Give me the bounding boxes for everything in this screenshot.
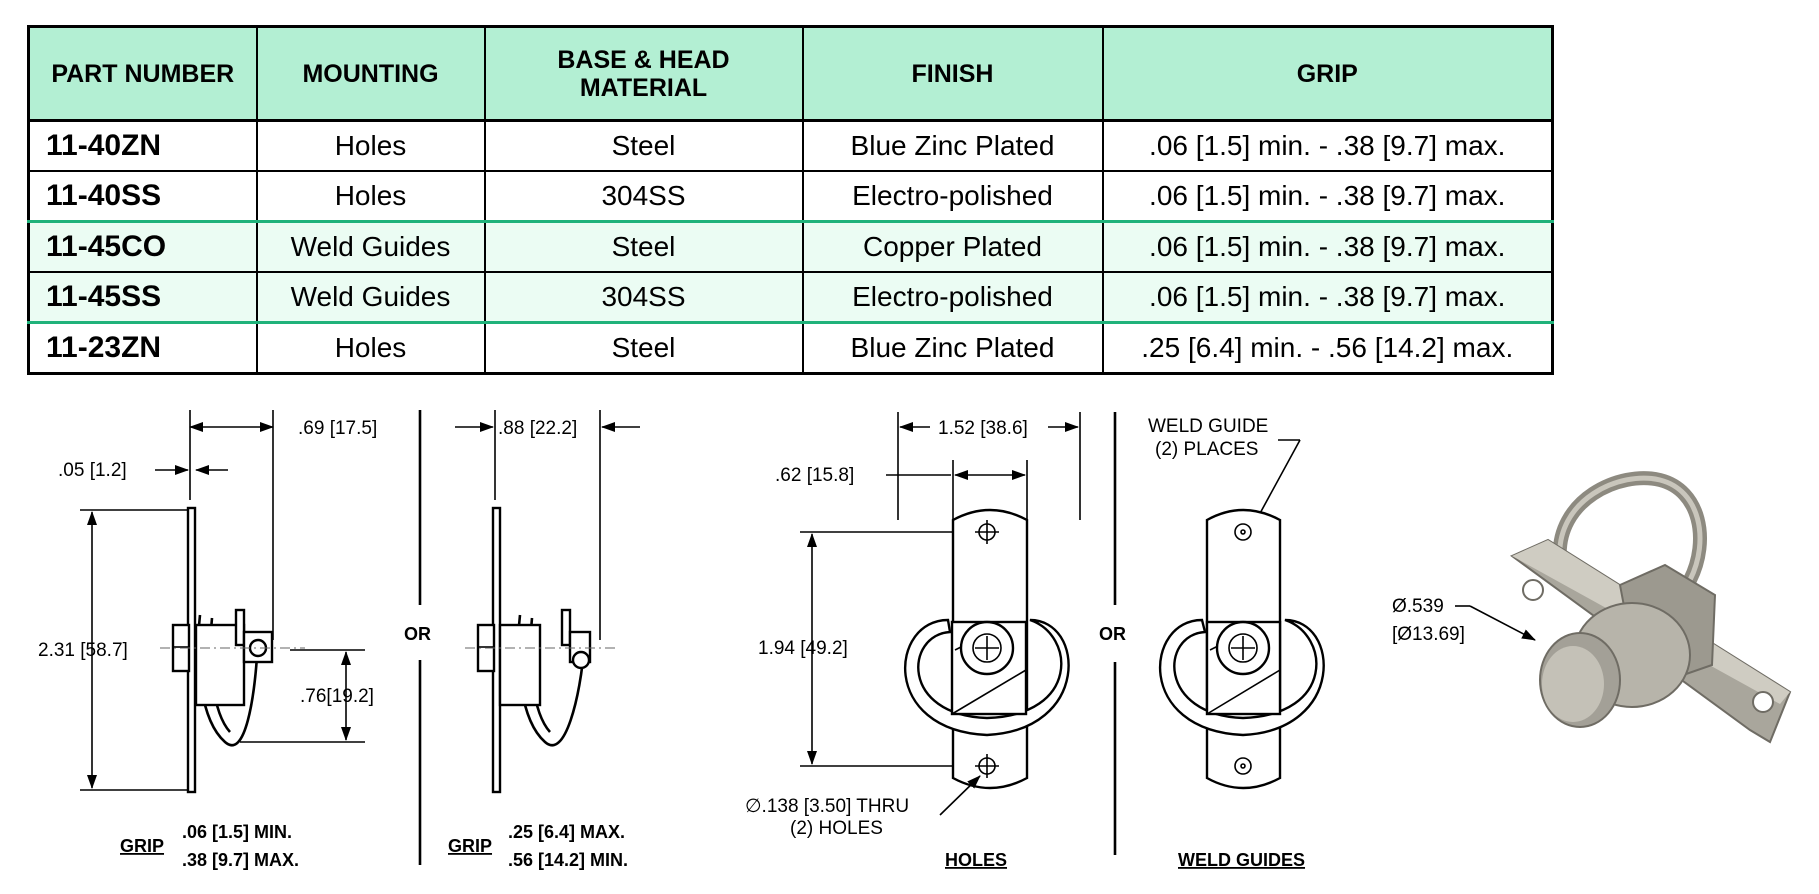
photo-dim-2: [Ø13.69] bbox=[1392, 624, 1465, 645]
dim-width-1: .69 [17.5] bbox=[298, 418, 377, 439]
weld-guides-title: WELD GUIDES bbox=[1178, 850, 1305, 870]
cell-part-number: 11-45SS bbox=[27, 271, 258, 323]
cell-grip: .25 [6.4] min. - .56 [14.2] max. bbox=[1101, 321, 1554, 374]
weld-callout-2: (2) PLACES bbox=[1155, 439, 1258, 460]
cell-mounting: Holes bbox=[255, 170, 486, 222]
dim-offset: .62 [15.8] bbox=[775, 465, 854, 486]
grip-max-2: .25 [6.4] MAX. bbox=[508, 822, 625, 842]
cell-part-number: 11-23ZN bbox=[27, 321, 258, 374]
dim-thickness: .05 [1.2] bbox=[58, 460, 127, 481]
header-finish: FINISH bbox=[801, 26, 1104, 122]
grip-label-1: GRIP bbox=[120, 836, 164, 856]
weld-callout-1: WELD GUIDE bbox=[1148, 416, 1268, 437]
cell-material: Steel bbox=[483, 120, 804, 171]
table-row: 11-40ZN Holes Steel Blue Zinc Plated .06… bbox=[27, 120, 1554, 171]
side-view-2: .88 [22.2] GRIP .25 [6.4] MAX. .56 [14.2… bbox=[448, 410, 640, 870]
grip-label-2: GRIP bbox=[448, 836, 492, 856]
dim-ring: .76[19.2] bbox=[300, 686, 374, 707]
cell-material: 304SS bbox=[483, 271, 804, 323]
cell-finish: Electro-polished bbox=[801, 271, 1104, 323]
grip-max-1: .38 [9.7] MAX. bbox=[182, 850, 299, 870]
header-mounting: MOUNTING bbox=[255, 26, 486, 122]
cell-finish: Blue Zinc Plated bbox=[801, 321, 1104, 374]
dim-width-2: .88 [22.2] bbox=[498, 418, 577, 439]
cell-finish: Electro-polished bbox=[801, 170, 1104, 222]
cell-finish: Blue Zinc Plated bbox=[801, 120, 1104, 171]
holes-title: HOLES bbox=[945, 850, 1007, 870]
dim-width-3: 1.52 [38.6] bbox=[938, 418, 1028, 439]
header-grip: GRIP bbox=[1101, 26, 1554, 122]
front-view-weld-guides: WELD GUIDE (2) PLACES WELD GUIDES bbox=[1148, 416, 1325, 870]
cell-grip: .06 [1.5] min. - .38 [9.7] max. bbox=[1101, 120, 1554, 171]
cell-part-number: 11-40ZN bbox=[27, 120, 258, 171]
or-label-2: OR bbox=[1099, 624, 1126, 644]
cell-mounting: Weld Guides bbox=[255, 220, 486, 272]
or-label-1: OR bbox=[404, 624, 431, 644]
table-row: 11-45CO Weld Guides Steel Copper Plated … bbox=[27, 220, 1554, 272]
cell-finish: Copper Plated bbox=[801, 220, 1104, 272]
cell-mounting: Weld Guides bbox=[255, 271, 486, 323]
hole-callout-2: (2) HOLES bbox=[790, 818, 883, 839]
grip-min-1: .06 [1.5] MIN. bbox=[182, 822, 292, 842]
cell-grip: .06 [1.5] min. - .38 [9.7] max. bbox=[1101, 271, 1554, 323]
side-view-1: .69 [17.5] .05 [1.2] 2.31 [58.7] .76[19.… bbox=[38, 410, 377, 870]
cell-material: Steel bbox=[483, 321, 804, 374]
table-row: 11-45SS Weld Guides 304SS Electro-polish… bbox=[27, 271, 1554, 323]
table-header-row: PART NUMBER MOUNTING BASE & HEAD MATERIA… bbox=[27, 26, 1554, 122]
cell-grip: .06 [1.5] min. - .38 [9.7] max. bbox=[1101, 220, 1554, 272]
cell-material: Steel bbox=[483, 220, 804, 272]
cell-mounting: Holes bbox=[255, 321, 486, 374]
table-row: 11-23ZN Holes Steel Blue Zinc Plated .25… bbox=[27, 321, 1554, 374]
product-photo: Ø.539 [Ø13.69] bbox=[1392, 471, 1792, 744]
spec-table: PART NUMBER MOUNTING BASE & HEAD MATERIA… bbox=[27, 25, 1554, 375]
table-row: 11-40SS Holes 304SS Electro-polished .06… bbox=[27, 170, 1554, 222]
cell-part-number: 11-40SS bbox=[27, 170, 258, 222]
grip-min-2: .56 [14.2] MIN. bbox=[508, 850, 628, 870]
cell-grip: .06 [1.5] min. - .38 [9.7] max. bbox=[1101, 170, 1554, 222]
front-view-holes: 1.52 [38.6] .62 [15.8] 1.94 [49.2] ∅.138… bbox=[745, 412, 1081, 870]
header-material: BASE & HEAD MATERIAL bbox=[483, 26, 804, 122]
cell-material: 304SS bbox=[483, 170, 804, 222]
dim-spacing: 1.94 [49.2] bbox=[758, 638, 848, 659]
dim-height: 2.31 [58.7] bbox=[38, 640, 128, 661]
photo-dim-1: Ø.539 bbox=[1392, 596, 1444, 617]
hole-callout-1: ∅.138 [3.50] THRU bbox=[745, 796, 909, 817]
cell-part-number: 11-45CO bbox=[27, 220, 258, 272]
cell-mounting: Holes bbox=[255, 120, 486, 171]
header-part-number: PART NUMBER bbox=[27, 26, 258, 122]
